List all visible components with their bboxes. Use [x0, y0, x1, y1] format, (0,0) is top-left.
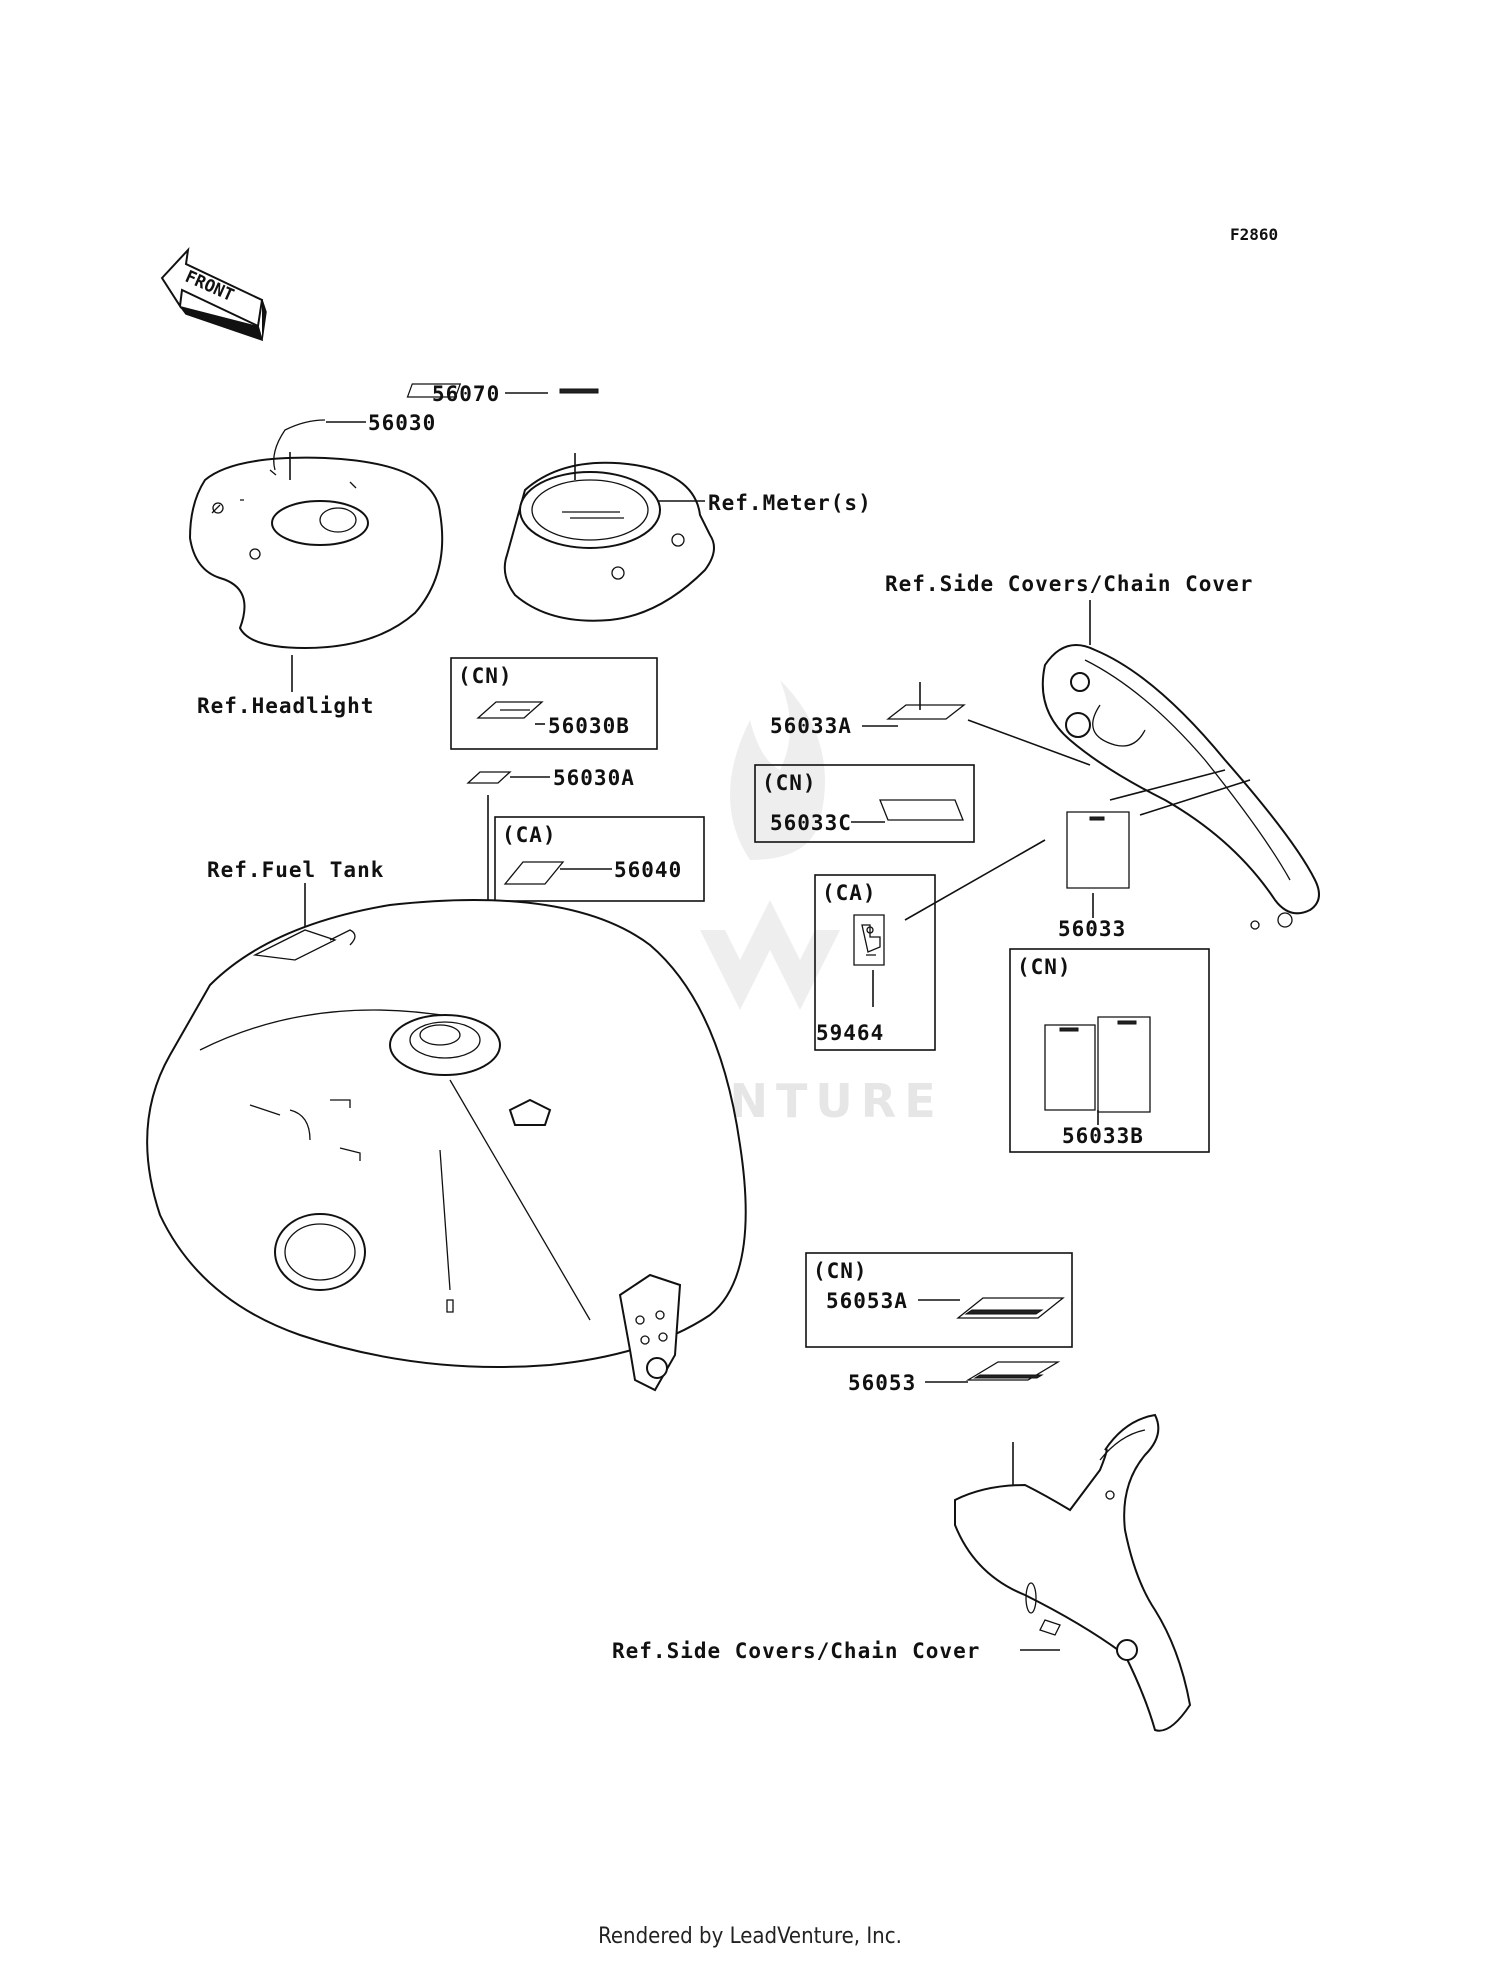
decal-56033a-icon: [886, 704, 966, 720]
label-56053a: 56053A: [826, 1289, 908, 1313]
label-cn-box3: (CN): [1017, 955, 1072, 979]
label-56033b: 56033B: [1062, 1124, 1144, 1148]
label-ref-headlight: Ref.Headlight: [197, 694, 374, 718]
label-cn-box4: (CN): [813, 1259, 868, 1283]
label-ca-box1: (CA): [502, 823, 557, 847]
label-56033a: 56033A: [770, 714, 852, 738]
side-cover-top-part: [1041, 644, 1320, 930]
label-59464: 59464: [816, 1021, 884, 1045]
watermark-logo: [700, 680, 840, 1010]
decal-56030a-icon: [466, 771, 512, 784]
decal-56033-icon: [1066, 811, 1130, 889]
box-cn-56053a: [805, 1252, 1073, 1348]
box-ca-56040: [494, 816, 705, 902]
label-cn-box1: (CN): [458, 664, 513, 688]
label-ca-box2: (CA): [822, 881, 877, 905]
label-56070: 56070: [432, 382, 500, 406]
label-56053: 56053: [848, 1371, 916, 1395]
box-cn-56033c: [754, 764, 975, 843]
fuel-tank-part: [146, 899, 747, 1392]
box-cn-56033b: [1009, 948, 1210, 1153]
label-56040: 56040: [614, 858, 682, 882]
footer-credit: Rendered by LeadVenture, Inc.: [598, 1924, 902, 1949]
box-cn-56030b: [450, 657, 658, 750]
decal-56070-icon: [406, 383, 462, 398]
label-56030b: 56030B: [548, 714, 630, 738]
label-56030: 56030: [368, 411, 436, 435]
box-ca-59464: [814, 874, 936, 1051]
label-ref-side-covers-bottom: Ref.Side Covers/Chain Cover: [612, 1639, 980, 1663]
label-56033: 56033: [1058, 917, 1126, 941]
headlight-part: [188, 419, 444, 650]
label-cn-box2: (CN): [762, 771, 817, 795]
side-cover-bottom-part: [954, 1413, 1192, 1732]
front-arrow-icon: FRONT: [160, 246, 267, 342]
meter-part: [406, 383, 715, 622]
label-ref-side-covers-top: Ref.Side Covers/Chain Cover: [885, 572, 1253, 596]
label-56033c: 56033C: [770, 811, 852, 835]
label-56030a: 56030A: [553, 766, 635, 790]
diagram-code: F2860: [1230, 225, 1278, 244]
label-ref-meter: Ref.Meter(s): [708, 491, 872, 515]
label-ref-fuel-tank: Ref.Fuel Tank: [207, 858, 384, 882]
